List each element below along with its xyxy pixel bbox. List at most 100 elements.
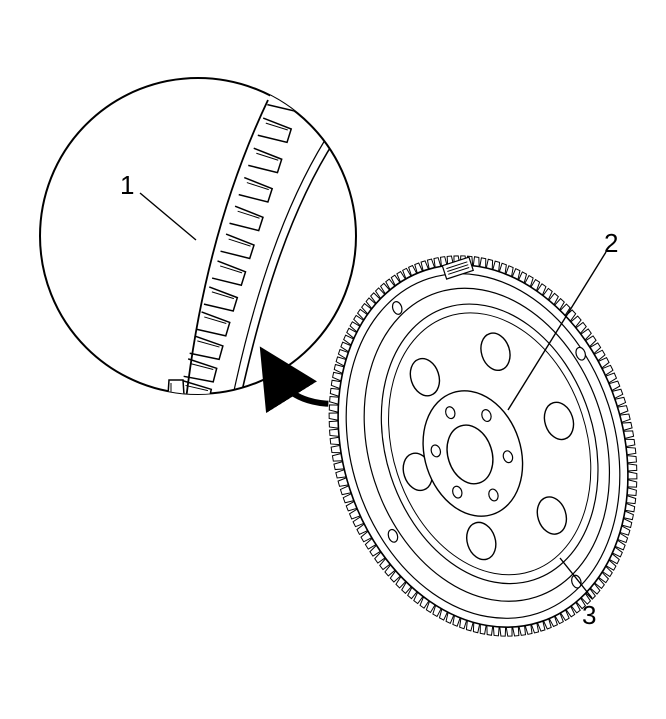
ring-gear-tooth [452, 615, 461, 627]
magnified-tooth [196, 311, 231, 337]
magnified-tooth [211, 260, 247, 287]
ring-gear-tooth [330, 379, 341, 390]
lightening-hole [543, 401, 575, 441]
ring-gear-tooth [626, 487, 637, 496]
crank-bolt-hole [502, 450, 514, 464]
ring-gear-tooth [479, 624, 487, 635]
outer-mount-hole [391, 301, 403, 315]
magnified-detail [39, 77, 357, 395]
ring-gear-tooth [626, 455, 637, 464]
ring-gear-tooth [537, 620, 546, 632]
ring-gear-tooth [333, 461, 345, 471]
ring-gear-tooth [331, 453, 343, 462]
callout-2: 2 [604, 228, 618, 258]
ring-gear-tooth [465, 620, 474, 632]
ring-gear-tooth [479, 257, 487, 268]
ring-gear-tooth [485, 258, 494, 270]
ring-gear-tooth [329, 428, 340, 437]
flexplate-step-3 [388, 312, 592, 576]
magnified-plate-edge-inner [231, 139, 326, 394]
ring-gear-tooth [512, 626, 520, 637]
ring-gear-tooth [329, 436, 340, 446]
magnified-plate-edge-outer [239, 139, 336, 394]
ring-gear-tooth [626, 495, 637, 505]
ring-gear-tooth [328, 420, 339, 429]
ring-gear-tooth [433, 257, 442, 268]
ring-gear-tooth [548, 615, 559, 628]
ring-gear-tooth [329, 396, 340, 405]
magnified-tooth [203, 286, 239, 312]
magnified-tooth [189, 335, 224, 361]
ring-gear-tooth [340, 341, 352, 353]
lightening-hole [480, 332, 511, 372]
ring-gear-tooth [612, 546, 623, 558]
ring-gear-tooth [472, 622, 481, 634]
ring-gear-tooth [332, 371, 343, 382]
magnified-tooth [166, 379, 186, 394]
ring-gear-tooth [627, 463, 638, 472]
ring-gear-tooth [492, 260, 501, 272]
ring-gear-tooth [414, 262, 423, 274]
callout-1: 1 [120, 170, 134, 200]
lightening-holes [402, 332, 575, 561]
ring-gear-tooth [333, 363, 345, 374]
ring-gear-tooth [330, 444, 342, 454]
flexplate-step-2 [380, 303, 599, 585]
ring-gear-tooth [623, 430, 635, 439]
magnified-gear-root-line [185, 99, 269, 394]
ring-gear-tooth [612, 388, 624, 399]
ring-gear-tooth [345, 501, 358, 512]
magnified-tooth [238, 176, 274, 203]
callout-2-leader [507, 251, 607, 411]
ring-gear-tooth [625, 502, 636, 513]
ring-gear-tooth [624, 438, 636, 448]
ring-gear-tooth [420, 260, 429, 272]
lightening-hole [536, 496, 568, 535]
ring-gear-tooth [619, 413, 631, 423]
magnified-tooth [229, 205, 264, 232]
ring-gear-tooth [335, 469, 347, 479]
ring-gear-tooth [617, 532, 629, 544]
ring-gear-tooth [492, 626, 500, 637]
lightening-hole [409, 357, 441, 397]
crank-bolt-hole [481, 409, 492, 423]
magnified-ring-gear-teeth [166, 86, 302, 394]
timing-marker-pad [441, 256, 475, 280]
ring-gear-tooth [614, 539, 626, 551]
outer-mount-holes [387, 301, 586, 589]
ring-gear-tooth [328, 412, 339, 421]
outer-mount-hole [387, 528, 399, 543]
callout-3-leader [559, 557, 593, 599]
flywheel [328, 253, 638, 639]
ring-gear-tooth [407, 264, 418, 277]
ring-gear-tooth [426, 258, 436, 270]
crank-bolt-hole [445, 406, 456, 420]
magnified-tooth [183, 358, 218, 383]
ring-gear-tooth [472, 256, 480, 267]
ring-gear-tooth [459, 618, 468, 630]
magnified-tooth [220, 233, 255, 260]
ring-gear-tooth [614, 396, 627, 407]
magnified-tooth [257, 117, 293, 144]
outer-mount-hole [575, 346, 586, 361]
ring-gear-tooth [335, 356, 347, 367]
crank-bolt-hole [430, 444, 442, 458]
ring-gear-tooth [337, 477, 349, 487]
magnified-tooth [178, 379, 213, 394]
ring-gear-tooth [621, 421, 633, 431]
ring-gear-tooth [486, 625, 494, 636]
ring-gear-tooth [337, 348, 349, 360]
ring-gear-tooth [554, 612, 564, 625]
ring-gear-tooth [505, 265, 514, 277]
crank-bolt-hole [452, 485, 463, 499]
ring-gear-tooth [505, 627, 513, 637]
ring-gear-tooth [621, 518, 633, 529]
ring-gear-tooth [498, 262, 507, 274]
ring-gear-tooth [626, 446, 637, 456]
ring-gear-tooth [329, 387, 340, 397]
callout-1-leader [139, 192, 197, 241]
ring-gear-tooth [439, 256, 448, 267]
ring-gear-tooth [328, 404, 339, 413]
ring-gear-tooth [530, 622, 540, 634]
